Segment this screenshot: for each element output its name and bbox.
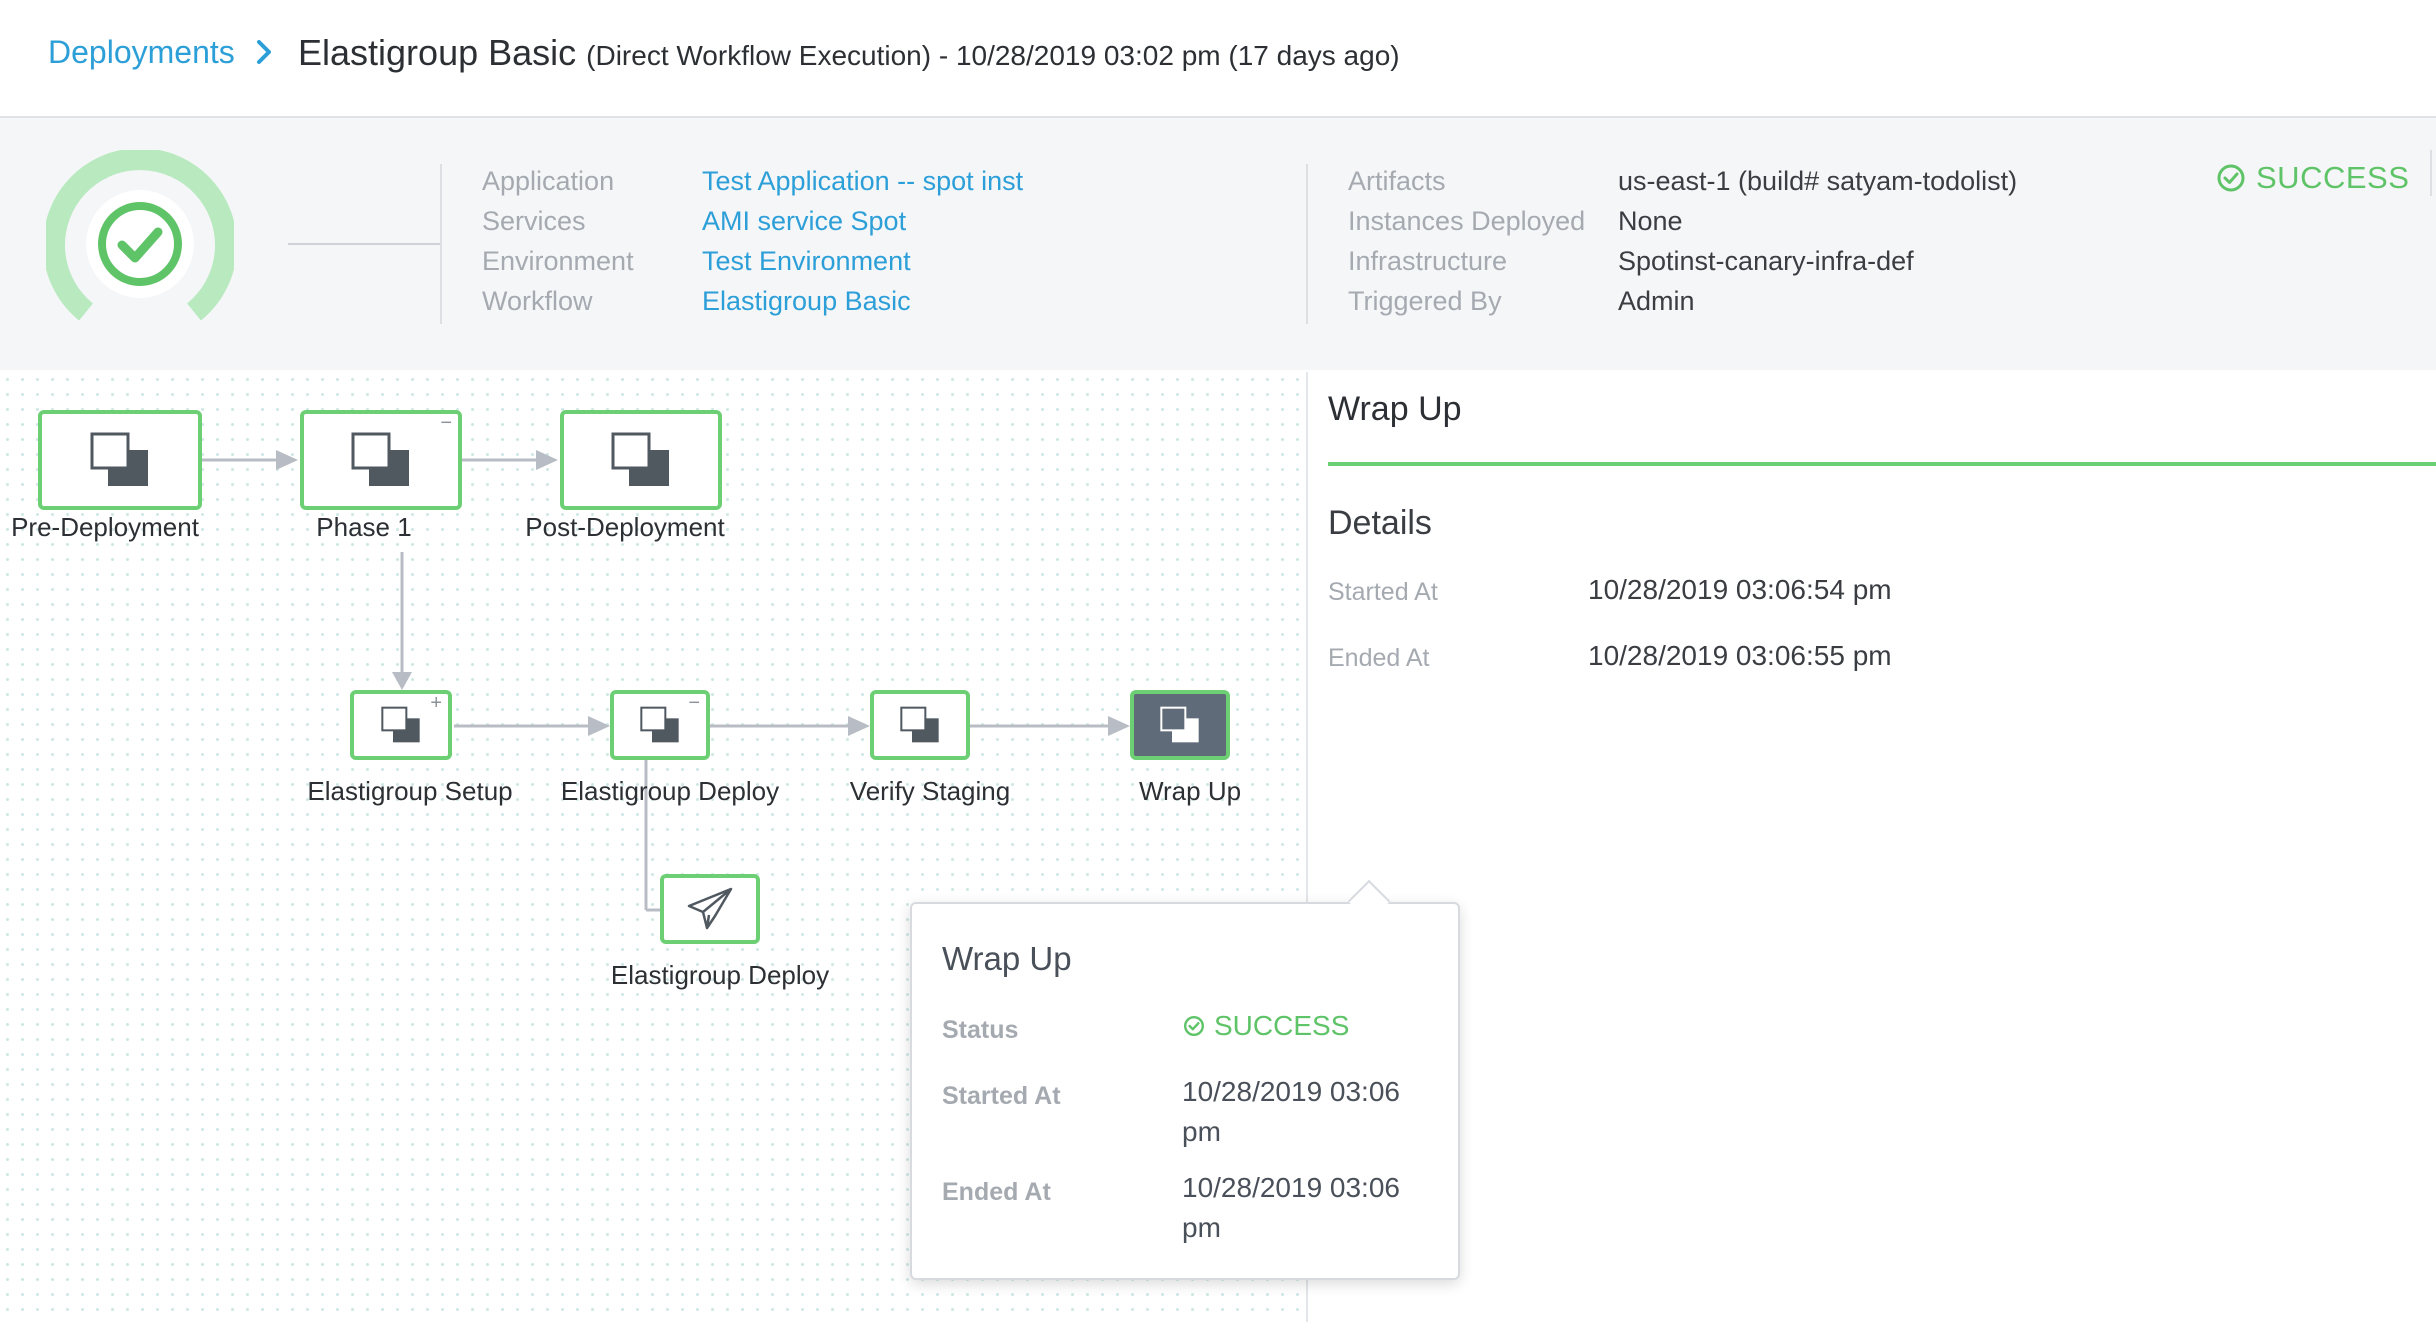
status-text: SUCCESS	[2256, 160, 2410, 195]
artifacts-label: Artifacts	[1348, 166, 1446, 196]
collapse-icon[interactable]: −	[688, 692, 700, 714]
details-heading: Details	[1328, 504, 1432, 542]
node-label: Post-Deployment	[525, 512, 725, 542]
graph-node-phase-1[interactable]: −	[300, 410, 462, 510]
graph-node-pre-deployment[interactable]	[38, 410, 202, 510]
panel-title-underline	[1328, 462, 2436, 466]
page-title: Elastigroup Basic (Direct Workflow Execu…	[298, 32, 1400, 74]
popover-ended-label: Ended At	[942, 1178, 1051, 1206]
graph-node-elastigroup-setup[interactable]: +	[350, 690, 452, 760]
node-label: Phase 1	[316, 512, 412, 542]
graph-node-verify-staging[interactable]	[870, 690, 970, 760]
node-label: Elastigroup Deploy	[560, 776, 780, 806]
node-label: Elastigroup Setup	[307, 776, 513, 806]
paper-plane-icon	[687, 887, 733, 930]
workflow-link[interactable]: Elastigroup Basic	[702, 286, 911, 316]
popover-status-value: SUCCESS	[1182, 1010, 1349, 1042]
step-icon	[351, 432, 409, 486]
popover-started-label: Started At	[942, 1082, 1061, 1110]
gauge-connector-line	[288, 243, 440, 245]
summary-divider	[2430, 150, 2432, 196]
started-at-label: Started At	[1328, 578, 1438, 606]
page-header	[0, 0, 2436, 118]
step-icon	[1160, 706, 1199, 743]
popover-title: Wrap Up	[942, 940, 1072, 977]
instances-deployed-value: None	[1618, 206, 1683, 236]
popover-status-label: Status	[942, 1016, 1019, 1044]
panel-title: Wrap Up	[1328, 390, 1462, 428]
popover-ended-value: 10/28/2019 03:06 pm	[1182, 1172, 1400, 1243]
application-link[interactable]: Test Application -- spot inst	[702, 166, 1024, 196]
graph-node-elastigroup-deploy[interactable]: −	[610, 690, 710, 760]
step-icon	[90, 432, 148, 486]
summary-divider	[440, 164, 442, 324]
step-icon	[900, 706, 939, 743]
triggered-by-label: Triggered By	[1348, 286, 1502, 316]
chevron-right-icon	[257, 40, 271, 64]
step-details-panel	[1308, 372, 2436, 1322]
check-circle-icon	[2217, 164, 2245, 192]
node-label: Elastigroup Deploy	[610, 960, 830, 990]
collapse-icon[interactable]: −	[440, 412, 452, 434]
environment-label: Environment	[482, 246, 634, 276]
step-icon	[381, 706, 420, 743]
ended-at-value: 10/28/2019 03:06:55 pm	[1588, 640, 1892, 671]
panel-divider	[1306, 372, 1308, 1322]
node-tooltip-popover	[910, 902, 1460, 1280]
ended-at-label: Ended At	[1328, 644, 1430, 672]
graph-node-post-deployment[interactable]	[560, 410, 722, 510]
application-label: Application	[482, 166, 615, 196]
graph-node-elastigroup-deploy-command[interactable]	[660, 874, 760, 944]
breadcrumb-deployments-link[interactable]: Deployments	[48, 34, 235, 70]
workflow-label: Workflow	[482, 286, 593, 316]
infrastructure-label: Infrastructure	[1348, 246, 1508, 276]
summary-divider	[1306, 164, 1308, 324]
popover-started-value: 10/28/2019 03:06 pm	[1182, 1076, 1400, 1147]
step-icon	[611, 432, 669, 486]
check-circle-icon	[1184, 1016, 1204, 1036]
success-gauge-icon	[46, 150, 234, 321]
page-title-sub: (Direct Workflow Execution) - 10/28/2019…	[586, 40, 1400, 71]
services-label: Services	[482, 206, 586, 236]
node-label: Pre-Deployment	[11, 512, 199, 542]
started-at-value: 10/28/2019 03:06:54 pm	[1588, 574, 1892, 605]
environment-link[interactable]: Test Environment	[702, 246, 911, 276]
workflow-graph-canvas[interactable]	[0, 372, 1306, 1322]
status-badge: SUCCESS	[2216, 158, 2409, 198]
popover-status-text: SUCCESS	[1214, 1010, 1350, 1041]
graph-node-wrap-up[interactable]	[1130, 690, 1230, 760]
node-label: Verify Staging	[849, 776, 1011, 806]
node-label: Wrap Up	[1138, 776, 1242, 806]
instances-deployed-label: Instances Deployed	[1348, 206, 1586, 236]
page-title-main: Elastigroup Basic	[298, 32, 577, 73]
infrastructure-value: Spotinst-canary-infra-def	[1618, 246, 1914, 276]
triggered-by-value: Admin	[1618, 286, 1695, 316]
artifacts-value: us-east-1 (build# satyam-todolist)	[1618, 166, 2018, 196]
expand-icon[interactable]: +	[430, 692, 442, 714]
services-link[interactable]: AMI service Spot	[702, 206, 907, 236]
step-icon	[640, 706, 679, 743]
